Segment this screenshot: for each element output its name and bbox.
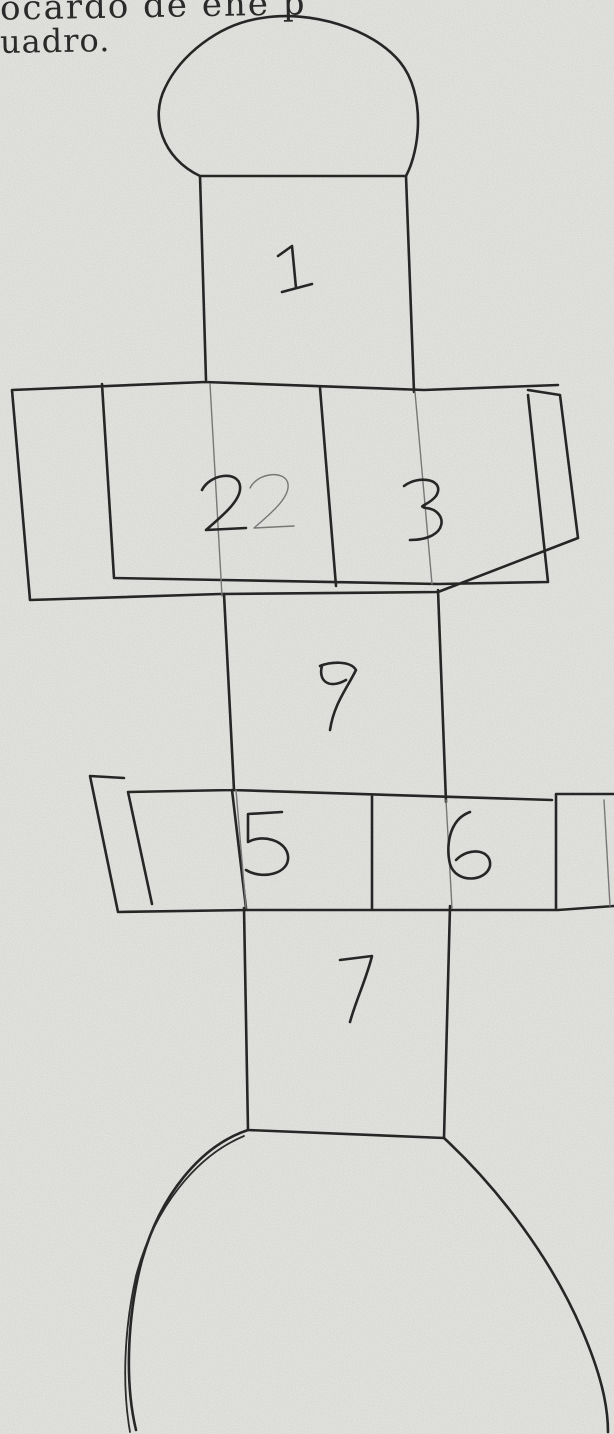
top-semicircle bbox=[159, 16, 418, 176]
bottom-dome-double-line bbox=[125, 1136, 244, 1432]
number-1 bbox=[278, 246, 312, 292]
number-6 bbox=[448, 812, 490, 879]
row-3-outline bbox=[90, 776, 614, 912]
number-5 bbox=[246, 812, 288, 875]
number-3 bbox=[404, 480, 442, 540]
row-2-outline bbox=[12, 382, 578, 600]
square-7-outline bbox=[244, 906, 450, 1138]
bottom-dome-right bbox=[444, 1138, 608, 1432]
number-7 bbox=[340, 956, 372, 1022]
bottom-dome bbox=[129, 1130, 248, 1430]
square-4-outline bbox=[224, 590, 446, 802]
row-3-inner-guides bbox=[236, 790, 610, 908]
number-9 bbox=[320, 663, 356, 730]
